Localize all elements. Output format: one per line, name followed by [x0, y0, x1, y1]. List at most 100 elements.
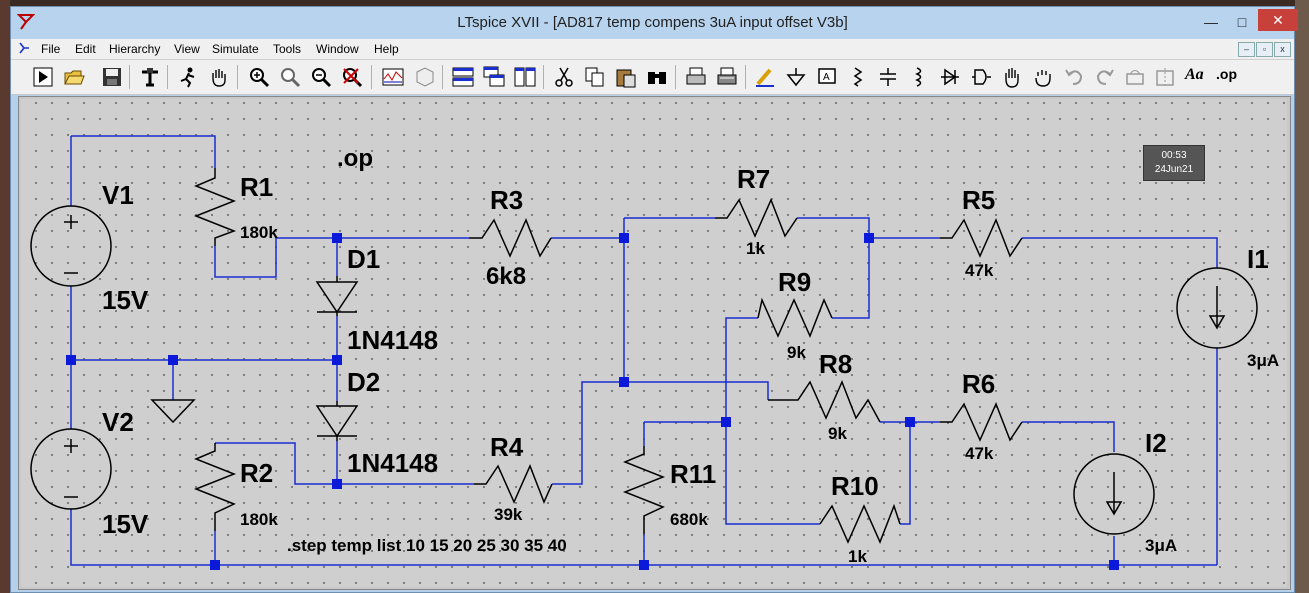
- r7-value[interactable]: 1k: [746, 239, 765, 258]
- wire[interactable]: [1022, 237, 1218, 268]
- junction-dot[interactable]: [66, 355, 76, 365]
- resistor-r7[interactable]: [715, 198, 798, 238]
- r2-value[interactable]: 180k: [240, 510, 278, 529]
- junction-dot[interactable]: [332, 233, 342, 243]
- menu-tools[interactable]: Tools: [273, 42, 302, 56]
- r9-name[interactable]: R9: [778, 267, 811, 297]
- cascade-icon[interactable]: [483, 66, 505, 88]
- v1-name[interactable]: V1: [102, 180, 134, 210]
- r11-name[interactable]: R11: [670, 459, 716, 489]
- r6-name[interactable]: R6: [962, 369, 995, 399]
- r5-name[interactable]: R5: [962, 185, 995, 215]
- wire[interactable]: [1022, 421, 1115, 452]
- r2-name[interactable]: R2: [240, 458, 273, 488]
- resistor-r4[interactable]: [474, 464, 553, 504]
- print-icon[interactable]: [685, 66, 707, 88]
- menu-window[interactable]: Window: [316, 42, 359, 56]
- step-directive[interactable]: .step temp list 10 15 20 25 30 35 40: [287, 536, 567, 555]
- ground-symbol[interactable]: [150, 399, 196, 424]
- junction-dot[interactable]: [332, 355, 342, 365]
- junction-dot[interactable]: [1109, 560, 1119, 570]
- current-source-i2[interactable]: [1073, 453, 1155, 535]
- r3-name[interactable]: R3: [490, 185, 523, 215]
- ltspice-app-icon[interactable]: [17, 13, 35, 31]
- inductor-icon[interactable]: [908, 66, 930, 88]
- halt-icon[interactable]: [177, 66, 199, 88]
- d2-name[interactable]: D2: [347, 367, 380, 397]
- paste-icon[interactable]: [615, 66, 637, 88]
- i2-name[interactable]: I2: [1145, 428, 1167, 458]
- r8-name[interactable]: R8: [819, 349, 852, 379]
- r5-value[interactable]: 47k: [965, 261, 994, 280]
- wire[interactable]: [214, 237, 469, 278]
- tile-vertical-icon[interactable]: [514, 66, 536, 88]
- resistor-r2[interactable]: [193, 443, 237, 531]
- menu-help[interactable]: Help: [374, 42, 399, 56]
- text-icon[interactable]: Aa: [1185, 66, 1204, 83]
- wire[interactable]: [797, 217, 870, 238]
- pan-icon[interactable]: [208, 66, 230, 88]
- wire[interactable]: [552, 381, 769, 485]
- rotate-icon[interactable]: [1124, 66, 1146, 88]
- resistor-r3[interactable]: [469, 218, 552, 258]
- r11-value[interactable]: 680k: [670, 510, 708, 529]
- menu-hierarchy[interactable]: Hierarchy: [109, 42, 161, 56]
- junction-dot[interactable]: [619, 233, 629, 243]
- d1-value[interactable]: 1N4148: [347, 325, 438, 355]
- junction-dot[interactable]: [332, 479, 342, 489]
- waveform-icon[interactable]: [382, 66, 404, 88]
- spice-directive-icon[interactable]: .op: [1216, 66, 1237, 82]
- drag-icon[interactable]: [1032, 66, 1054, 88]
- document-restore-button[interactable]: ▫: [1256, 42, 1273, 57]
- menu-edit[interactable]: Edit: [75, 42, 96, 56]
- ground-icon[interactable]: [785, 66, 807, 88]
- schematic-canvas[interactable]: .op .step temp list 10 15 20 25 30 35 40…: [21, 99, 1287, 587]
- r8-value[interactable]: 9k: [828, 424, 847, 443]
- r4-name[interactable]: R4: [490, 432, 524, 462]
- r9-value[interactable]: 9k: [787, 343, 806, 362]
- v2-value[interactable]: 15V: [102, 509, 149, 539]
- cut-icon[interactable]: [553, 66, 575, 88]
- r1-value[interactable]: 180k: [240, 223, 278, 242]
- wire[interactable]: [900, 422, 911, 525]
- resistor-r5[interactable]: [940, 218, 1023, 258]
- menu-simulate[interactable]: Simulate: [212, 42, 259, 56]
- document-icon[interactable]: [17, 41, 31, 55]
- component-icon[interactable]: [970, 66, 992, 88]
- r10-value[interactable]: 1k: [848, 547, 867, 566]
- diode-icon[interactable]: [939, 66, 961, 88]
- r4-value[interactable]: 39k: [494, 505, 523, 524]
- wire[interactable]: [832, 238, 870, 319]
- document-minimize-button[interactable]: –: [1238, 42, 1255, 57]
- maximize-button[interactable]: □: [1237, 14, 1247, 30]
- menu-file[interactable]: File: [41, 42, 61, 56]
- save-icon[interactable]: [101, 66, 123, 88]
- minimize-button[interactable]: —: [1204, 14, 1218, 30]
- junction-dot[interactable]: [639, 560, 649, 570]
- junction-dot[interactable]: [210, 560, 220, 570]
- voltage-source-v2[interactable]: [30, 428, 112, 510]
- zoom-cancel-icon[interactable]: [341, 66, 363, 88]
- resistor-r11[interactable]: [622, 446, 666, 534]
- move-icon[interactable]: [1001, 66, 1023, 88]
- mirror-icon[interactable]: [1154, 66, 1176, 88]
- junction-dot[interactable]: [721, 417, 731, 427]
- i2-value[interactable]: 3μA: [1145, 536, 1177, 555]
- resistor-icon[interactable]: [847, 66, 869, 88]
- wire[interactable]: [71, 135, 216, 168]
- resistor-r6[interactable]: [940, 402, 1023, 442]
- draw-wire-icon[interactable]: [754, 66, 776, 88]
- r7-name[interactable]: R7: [737, 164, 770, 194]
- junction-dot[interactable]: [168, 355, 178, 365]
- tile-horizontal-icon[interactable]: [452, 66, 474, 88]
- i1-name[interactable]: I1: [1247, 244, 1269, 274]
- menu-view[interactable]: View: [174, 42, 200, 56]
- wire[interactable]: [215, 442, 474, 485]
- open-icon[interactable]: [63, 66, 85, 88]
- document-close-button[interactable]: x: [1274, 42, 1291, 57]
- redo-icon[interactable]: [1094, 66, 1116, 88]
- zoom-out-icon[interactable]: [310, 66, 332, 88]
- title-bar[interactable]: LTspice XVII - [AD817 temp compens 3uA i…: [11, 7, 1298, 39]
- junction-dot[interactable]: [619, 377, 629, 387]
- current-source-i1[interactable]: [1176, 267, 1258, 349]
